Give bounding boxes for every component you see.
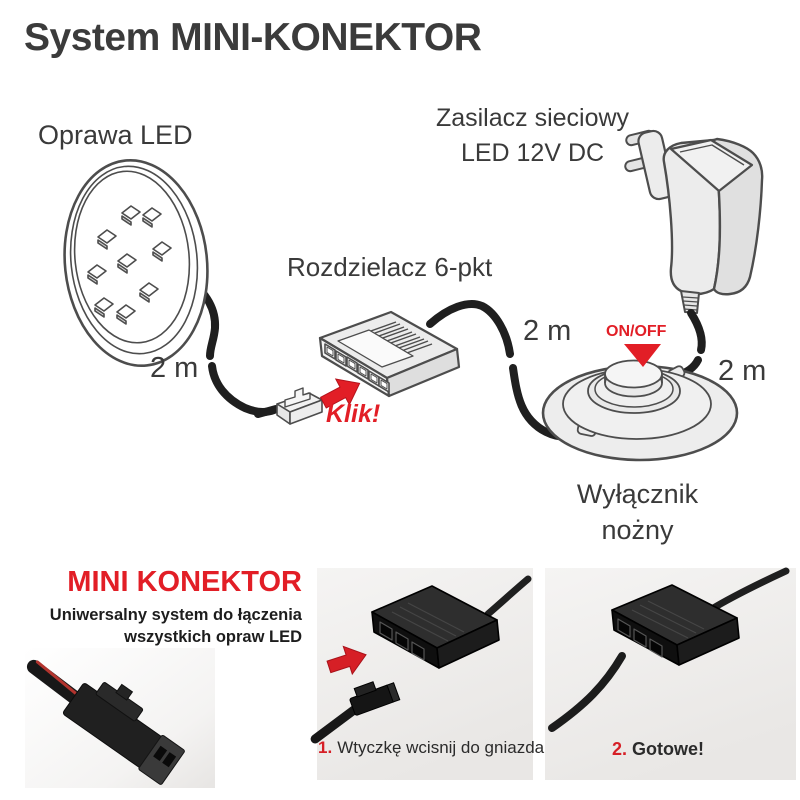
step1-text: Wtyczkę wcisnij do gniazda [337, 738, 545, 757]
splitter-illustration [318, 310, 461, 398]
on-off-label: ON/OFF [606, 323, 667, 340]
promo-description-line1: Uniwersalny system do łączenia [49, 606, 302, 624]
power-supply-label: Zasilacz sieciowy LED 12V DC [425, 101, 640, 171]
promo-heading: MINI KONEKTOR [67, 566, 302, 598]
power-supply-label-line2: LED 12V DC [460, 139, 605, 167]
cable-length-label: 2 m [718, 355, 767, 387]
step2-text: Gotowe! [632, 739, 705, 759]
foot-switch-label-line2: nożny [601, 515, 674, 545]
foot-switch-label: Wyłącznik nożny [555, 476, 720, 548]
led-fixture-label: Oprawa LED [38, 120, 193, 150]
klik-annotation: Klik! [326, 400, 381, 428]
promo-description: Uniwersalny system do łączenia wszystkic… [18, 604, 302, 648]
foot-switch-label-line1: Wyłącznik [576, 479, 699, 509]
step2-photo [545, 567, 796, 780]
splitter-ports [324, 343, 390, 393]
triangle-down-icon [624, 344, 661, 367]
mini-plug-illustration [254, 387, 323, 425]
step1-plug [310, 681, 401, 744]
led-diodes [87, 205, 172, 325]
red-arrow-icon [326, 645, 367, 676]
cable-length-label: 2 m [150, 352, 199, 384]
cable-power-to-switch [674, 309, 706, 379]
splitter-label-area [337, 329, 414, 368]
step2-number: 2. [612, 739, 628, 759]
promo-block: MINI KONEKTOR Uniwersalny system do łącz… [18, 566, 302, 648]
foot-switch-illustration [541, 359, 739, 462]
step2-caption: 2.Gotowe! [612, 739, 704, 760]
step1-number: 1. [318, 738, 333, 757]
power-supply-label-line1: Zasilacz sieciowy [435, 104, 630, 132]
splitter-label: Rozdzielacz 6-pkt [287, 252, 493, 282]
page-title: System MINI-KONEKTOR [24, 16, 482, 59]
promo-description-line2: wszystkich opraw LED [124, 628, 302, 646]
step1-caption: 1.Wtyczkę wcisnij do gniazda [318, 738, 544, 758]
power-supply-illustration [624, 129, 764, 314]
red-arrow-icon [319, 378, 361, 409]
led-fixture-illustration [63, 158, 209, 368]
cable-length-label: 2 m [523, 315, 572, 347]
mini-connector-photo [25, 648, 215, 788]
step1-photo [310, 568, 533, 780]
